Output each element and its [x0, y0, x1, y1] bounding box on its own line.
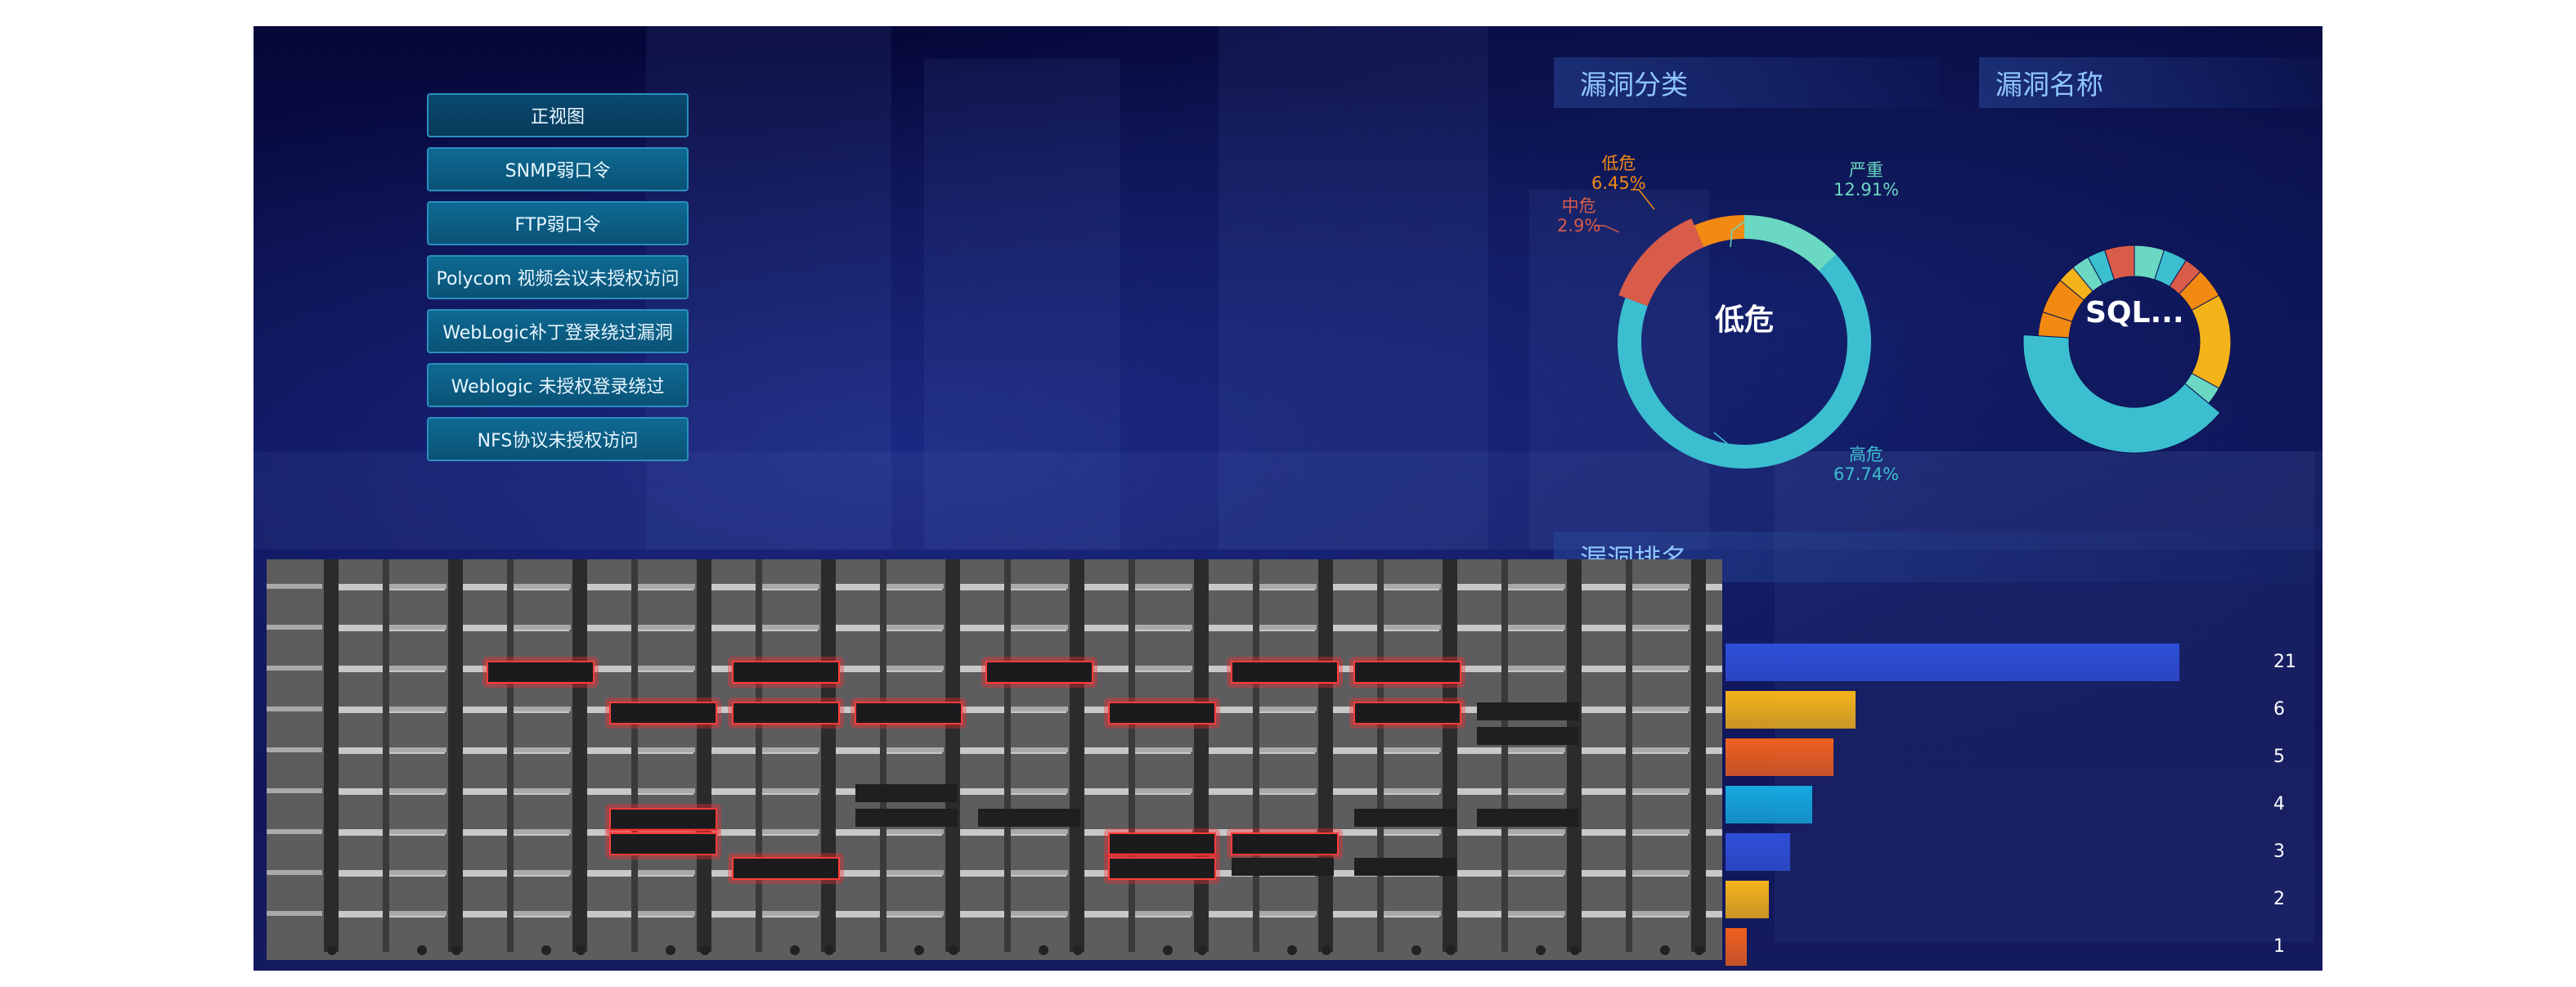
- rank-bar-4[interactable]: [1726, 833, 1791, 871]
- rank-value-3: 4: [2273, 794, 2285, 814]
- alert-server-15[interactable]: [1231, 832, 1339, 855]
- rack-post: [1194, 559, 1209, 952]
- alert-server-2[interactable]: [985, 661, 1093, 684]
- alert-server-12[interactable]: [732, 857, 840, 880]
- vuln-category-center-label: 低危: [1714, 303, 1774, 337]
- view-button-1[interactable]: SNMP弱口令: [427, 147, 689, 191]
- donut-slice-0[interactable]: [1744, 215, 1837, 271]
- donut-slice-1[interactable]: [1618, 254, 1871, 469]
- view-button-3[interactable]: Polycom 视频会议未授权访问: [427, 255, 689, 299]
- donut-slice-3[interactable]: [1694, 215, 1744, 248]
- rank-bar-2[interactable]: [1726, 738, 1834, 776]
- rank-bar-0[interactable]: [1726, 644, 2179, 681]
- name-slice-4[interactable]: [2191, 294, 2232, 389]
- view-button-2[interactable]: FTP弱口令: [427, 201, 689, 245]
- rack-post: [448, 559, 463, 952]
- rack-post: [1070, 559, 1084, 952]
- vuln-category-title-bar: [1554, 57, 1938, 108]
- view-button-0[interactable]: 正视图: [427, 93, 689, 137]
- rank-value-2: 5: [2273, 747, 2285, 767]
- rank-value-0: 21: [2273, 652, 2296, 672]
- leader-line-severe: [1730, 215, 1752, 248]
- server-2[interactable]: [855, 784, 958, 802]
- vuln-name-title-bar: [1979, 57, 2322, 108]
- rack-post: [945, 559, 960, 952]
- alert-server-8[interactable]: [1108, 702, 1216, 725]
- vuln-name-donut: [2022, 245, 2232, 454]
- server-3[interactable]: [855, 809, 958, 827]
- rank-bar-3[interactable]: [1726, 786, 1812, 823]
- leader-line-high: [1713, 432, 1748, 449]
- server-6[interactable]: [1232, 858, 1334, 876]
- vuln-category-donut: [1595, 189, 1871, 469]
- view-button-6[interactable]: NFS协议未授权访问: [427, 417, 689, 461]
- alert-server-6[interactable]: [732, 702, 840, 725]
- rank-value-6: 1: [2273, 936, 2285, 957]
- rack-post: [572, 559, 587, 952]
- alert-server-14[interactable]: [1108, 857, 1216, 880]
- name-slice-6[interactable]: [2022, 334, 2221, 454]
- rack-post: [1318, 559, 1333, 952]
- vuln-name-center-label: SQL...: [2085, 296, 2184, 330]
- alert-server-0[interactable]: [487, 661, 595, 684]
- rank-bar-6[interactable]: [1726, 928, 1748, 966]
- rack-post: [324, 559, 339, 952]
- rack-post: [1443, 559, 1457, 952]
- alert-server-1[interactable]: [732, 661, 840, 684]
- rank-bar-5[interactable]: [1726, 881, 1769, 918]
- donut-slice-2[interactable]: [1618, 218, 1704, 307]
- vuln-name-title: 漏洞名称: [1995, 70, 2103, 100]
- rack-post: [697, 559, 711, 952]
- alert-server-5[interactable]: [609, 702, 717, 725]
- rank-value-4: 3: [2273, 841, 2285, 862]
- leader-line-medium: [1595, 225, 1620, 233]
- leader-line-low: [1631, 189, 1655, 210]
- server-rack-view: [267, 559, 1722, 960]
- server-8[interactable]: [1477, 809, 1579, 827]
- server-1[interactable]: [1477, 727, 1579, 745]
- server-7[interactable]: [1354, 858, 1456, 876]
- alert-server-13[interactable]: [1108, 832, 1216, 855]
- rank-bar-1[interactable]: [1726, 691, 1856, 729]
- rank-value-5: 2: [2273, 889, 2285, 909]
- name-slice-12[interactable]: [2103, 245, 2135, 280]
- view-button-4[interactable]: WebLogic补丁登录绕过漏洞: [427, 309, 689, 353]
- vuln-category-title: 漏洞分类: [1580, 70, 1688, 100]
- alert-server-4[interactable]: [1353, 661, 1461, 684]
- server-4[interactable]: [978, 809, 1080, 827]
- dashboard-stage: 正视图 SNMP弱口令 FTP弱口令 Polycom 视频会议未授权访问 WebLogi…: [254, 26, 2322, 971]
- server-5[interactable]: [1354, 809, 1456, 827]
- alert-server-11[interactable]: [609, 832, 717, 855]
- alert-server-10[interactable]: [609, 808, 717, 831]
- rack-post: [821, 559, 836, 952]
- rank-value-1: 6: [2273, 699, 2285, 720]
- alert-server-9[interactable]: [1353, 702, 1461, 725]
- server-0[interactable]: [1477, 702, 1579, 720]
- view-button-5[interactable]: Weblogic 未授权登录绕过: [427, 363, 689, 407]
- rack-post: [1567, 559, 1582, 952]
- alert-server-7[interactable]: [855, 702, 963, 725]
- rack-post: [1691, 559, 1706, 952]
- alert-server-3[interactable]: [1231, 661, 1339, 684]
